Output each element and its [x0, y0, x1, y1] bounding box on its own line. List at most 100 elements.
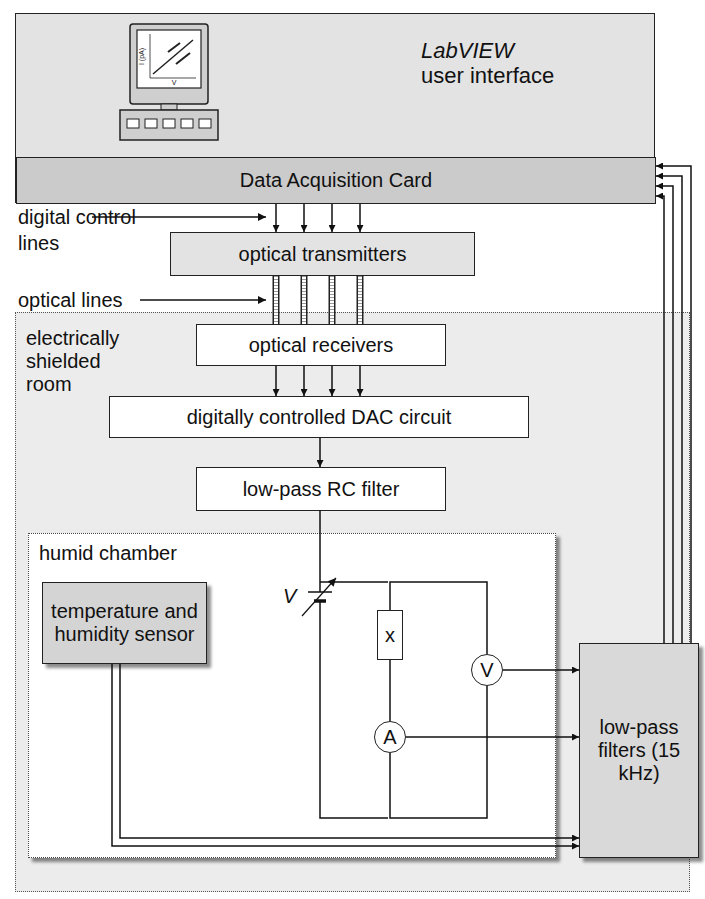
node-text: digitally controlled DAC circuit [187, 406, 452, 429]
connector-line [656, 186, 673, 643]
node-text: temperature and humidity sensor [49, 600, 200, 646]
connector-line [406, 736, 579, 738]
text-holder: digitally controlled DAC circuit [110, 397, 528, 437]
connector [390, 660, 391, 721]
connector [656, 166, 691, 643]
process-box: optical transmitters [170, 232, 475, 276]
connector-line [503, 669, 579, 671]
connector-line [331, 204, 333, 232]
connector-line [359, 204, 361, 232]
connector-line [359, 366, 361, 396]
connector [304, 204, 305, 232]
connector [390, 582, 487, 654]
connector [656, 196, 664, 643]
fiber-core [358, 276, 362, 324]
leader-arrow [140, 299, 266, 301]
sensor-box: temperature and humidity sensor [42, 582, 207, 664]
fiber-outline [357, 276, 364, 324]
circuit-wire [320, 510, 388, 818]
process-box: digitally controlled DAC circuit [109, 396, 529, 438]
connector [112, 664, 579, 846]
connector [406, 737, 579, 738]
computer-icon [120, 24, 218, 140]
node-text: optical transmitters [239, 243, 407, 266]
node-text: optical receivers [249, 334, 394, 357]
optical-line [276, 276, 277, 324]
source-label: V [283, 583, 299, 609]
text-holder: electrically shielded room [26, 327, 151, 396]
connector-line [656, 166, 691, 643]
voltage-source-symbol [302, 578, 336, 616]
text-holder: LabVIEWuser interface [421, 38, 646, 89]
connector [656, 186, 673, 643]
node-text: low-pass RC filter [243, 478, 400, 501]
sample-resistor: x [377, 610, 403, 660]
connector [656, 176, 682, 643]
text-holder: low-pass RC filter [197, 468, 445, 510]
computer-panel: LabVIEWuser interfaceData Acquisition Ca… [15, 13, 655, 203]
fiber-outline [273, 276, 280, 324]
text-holder: V [472, 655, 502, 685]
connector [276, 366, 277, 396]
node-text: humid chamber [39, 542, 239, 565]
fiber-outline [329, 276, 336, 324]
connector [360, 204, 361, 232]
connector-line [656, 196, 664, 643]
daq-card-band: Data Acquisition Card [16, 157, 656, 204]
line-label: digital control lines [18, 204, 143, 256]
text-holder: optical receivers [197, 325, 445, 365]
node-text: V [480, 659, 493, 682]
optical-line [304, 276, 305, 324]
connector-line [319, 438, 321, 467]
node-text: user interface [421, 63, 646, 88]
node-text: A [383, 726, 396, 749]
fiber-outline [301, 276, 308, 324]
fiber-hatch [302, 276, 306, 324]
connector-line [303, 204, 305, 232]
connector-line [275, 204, 277, 232]
ammeter-symbol: A [374, 721, 406, 753]
connector [332, 366, 333, 396]
text-holder: x [378, 611, 402, 659]
axis-label: V [168, 79, 180, 86]
connector-line [275, 366, 277, 396]
fiber-hatch [330, 276, 334, 324]
optical-line [360, 276, 361, 324]
fiber-core [302, 276, 306, 324]
text-holder: optical transmitters [171, 233, 474, 275]
text-holder: Data Acquisition Card [17, 158, 655, 203]
node-text: low-pass filters (15 kHz) [586, 716, 692, 785]
axis-label: I (pA) [138, 42, 145, 72]
node-text: electrically shielded room [26, 327, 151, 396]
connector [390, 686, 487, 818]
connector-line [656, 176, 682, 643]
connector [120, 664, 579, 838]
connector [360, 366, 361, 396]
fiber-core [274, 276, 278, 324]
connector-line [303, 366, 305, 396]
connector [320, 438, 321, 467]
node-text: x [385, 624, 395, 647]
voltmeter-symbol: V [471, 654, 503, 686]
text-holder: A [375, 722, 405, 752]
node-text: Data Acquisition Card [240, 169, 432, 192]
optical-line [332, 276, 333, 324]
node-text: LabVIEW [421, 38, 646, 63]
process-box: low-pass RC filter [196, 467, 446, 511]
fiber-core [330, 276, 334, 324]
connector [332, 204, 333, 232]
text-holder: low-pass filters (15 kHz) [580, 644, 698, 857]
process-box: optical receivers [196, 324, 446, 366]
line-label: optical lines [18, 287, 143, 313]
text-holder: humid chamber [39, 542, 239, 565]
connector-line [331, 366, 333, 396]
connector-line [112, 664, 579, 846]
connector-line [120, 664, 579, 838]
shielded-room: electrically shielded room optical receiv… [15, 312, 690, 892]
connector-line [390, 582, 487, 654]
connector-line [390, 686, 487, 818]
